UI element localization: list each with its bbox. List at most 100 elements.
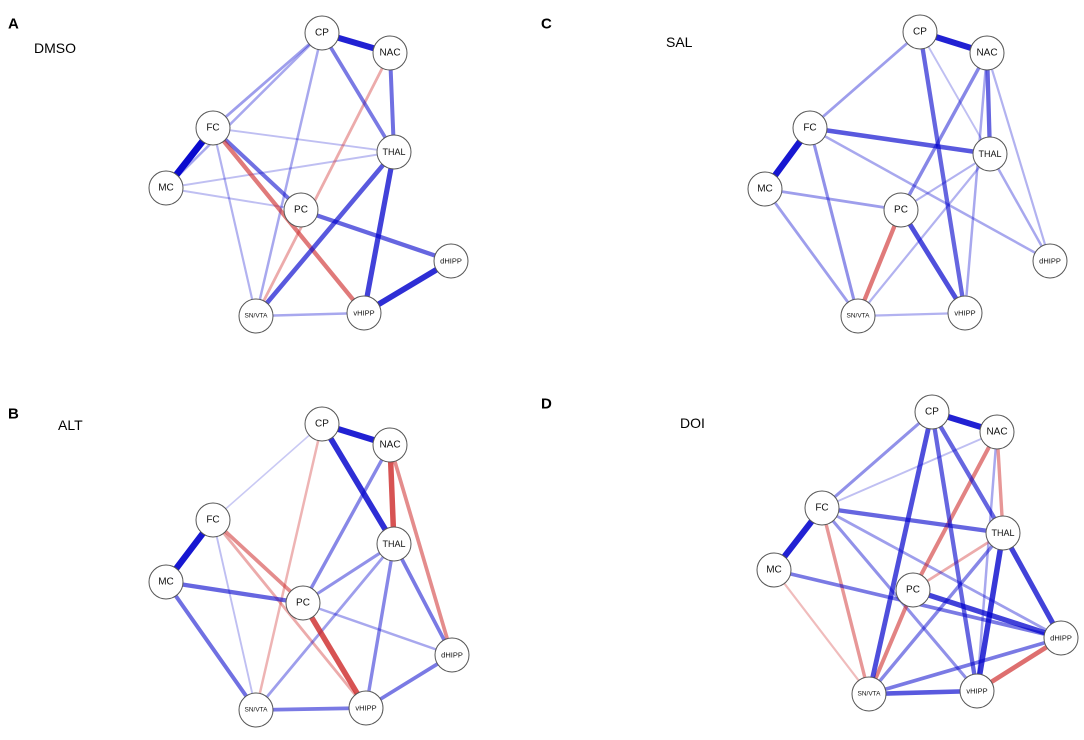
node-pc: PC (883, 192, 919, 228)
edge-thal-snvta (254, 542, 396, 712)
node-circle (969, 35, 1005, 71)
node-label: SN/VTA (245, 313, 269, 320)
edge-pc-dhipp (301, 601, 454, 657)
node-circle (148, 170, 184, 206)
edge-cp-snvta (254, 31, 324, 318)
edge-thal-vhipp (974, 530, 1006, 694)
node-vhipp: vHIPP (959, 673, 995, 709)
node-label: FC (803, 123, 816, 134)
edge-cp-thal (919, 31, 991, 155)
edge-mc-snvta (763, 187, 860, 318)
panel-title: DMSO (34, 40, 76, 56)
panel-letter: B (8, 405, 19, 422)
edge-fc-thal (819, 505, 1006, 536)
node-circle (840, 298, 876, 334)
node-circle (1043, 620, 1079, 656)
node-snvta: SN/VTA (238, 692, 274, 728)
edge-mc-pc (163, 579, 306, 606)
node-circle (914, 394, 950, 430)
node-label: PC (294, 205, 308, 216)
edge-mc-snvta (164, 580, 258, 712)
edge-nac-pc (301, 443, 392, 605)
node-vhipp: vHIPP (348, 690, 384, 726)
edge-thal-dhipp (1000, 530, 1064, 641)
node-label: PC (894, 205, 908, 216)
node-circle (433, 243, 469, 279)
node-circle (195, 110, 231, 146)
node-circle (747, 171, 783, 207)
edge-snvta-vhipp (254, 311, 366, 318)
node-label: MC (766, 565, 782, 576)
node-cp: CP (914, 394, 950, 430)
node-circle (959, 673, 995, 709)
node-vhipp: vHIPP (947, 295, 983, 331)
node-dhipp: dHIPP (1032, 243, 1068, 279)
edge-nac-vhipp (975, 430, 999, 693)
node-fc: FC (804, 490, 840, 526)
node-thal: THAL (376, 526, 412, 562)
edge-fc-thal (807, 125, 993, 157)
node-mc: MC (756, 552, 792, 588)
edge-nac-vhipp (963, 51, 989, 315)
edge-cp-fc (212, 423, 323, 521)
node-mc: MC (148, 564, 184, 600)
edge-cp-fc (211, 31, 324, 130)
node-vhipp: vHIPP (346, 295, 382, 331)
edge-cp-vhipp (917, 29, 968, 316)
edge-snvta-dhipp (867, 636, 1063, 696)
node-label: PC (296, 598, 310, 609)
edge-fc-pc (211, 518, 305, 605)
node-label: NAC (976, 48, 997, 59)
edge-nac-dhipp (388, 443, 454, 657)
node-circle (348, 690, 384, 726)
edge-thal-vhipp (364, 542, 396, 710)
edge-fc-snvta (211, 126, 258, 318)
node-label: dHIPP (440, 257, 462, 266)
node-circle (792, 110, 828, 146)
node-fc: FC (195, 502, 231, 538)
node-circle (372, 427, 408, 463)
edge-fc-thal (212, 127, 395, 153)
node-label: vHIPP (954, 309, 975, 318)
node-label: CP (315, 419, 329, 430)
edge-nac-snvta (254, 51, 392, 318)
node-pc: PC (285, 585, 321, 621)
edge-pc-thal (301, 542, 396, 605)
node-label: CP (925, 407, 939, 418)
node-cp: CP (304, 15, 340, 51)
node-circle (851, 676, 887, 712)
edge-thal-snvta (856, 152, 992, 318)
node-label: FC (206, 515, 219, 526)
node-circle (376, 134, 412, 170)
node-circle (372, 35, 408, 71)
node-dhipp: dHIPP (434, 637, 470, 673)
node-label: SN/VTA (245, 707, 269, 714)
edges (162, 420, 454, 712)
edge-mc-thal (165, 151, 395, 189)
node-circle (1032, 243, 1068, 279)
panel-letter: C (541, 15, 552, 32)
node-thal: THAL (985, 515, 1021, 551)
node-circle (238, 298, 274, 334)
node-circle (238, 692, 274, 728)
edge-cp-fc (808, 30, 922, 130)
edge-mc-pc (763, 187, 903, 212)
node-label: vHIPP (353, 309, 374, 318)
edges (770, 408, 1064, 697)
edge-snvta-vhipp (866, 688, 980, 697)
node-circle (283, 192, 319, 228)
node-snvta: SN/VTA (238, 298, 274, 334)
node-label: NAC (379, 440, 400, 451)
node-label: dHIPP (1039, 257, 1061, 266)
node-label: THAL (382, 147, 405, 157)
node-label: CP (315, 28, 329, 39)
panel-letter: D (541, 395, 552, 412)
node-label: THAL (991, 528, 1014, 538)
node-circle (883, 192, 919, 228)
node-circle (434, 637, 470, 673)
edge-snvta-vhipp (254, 706, 368, 712)
